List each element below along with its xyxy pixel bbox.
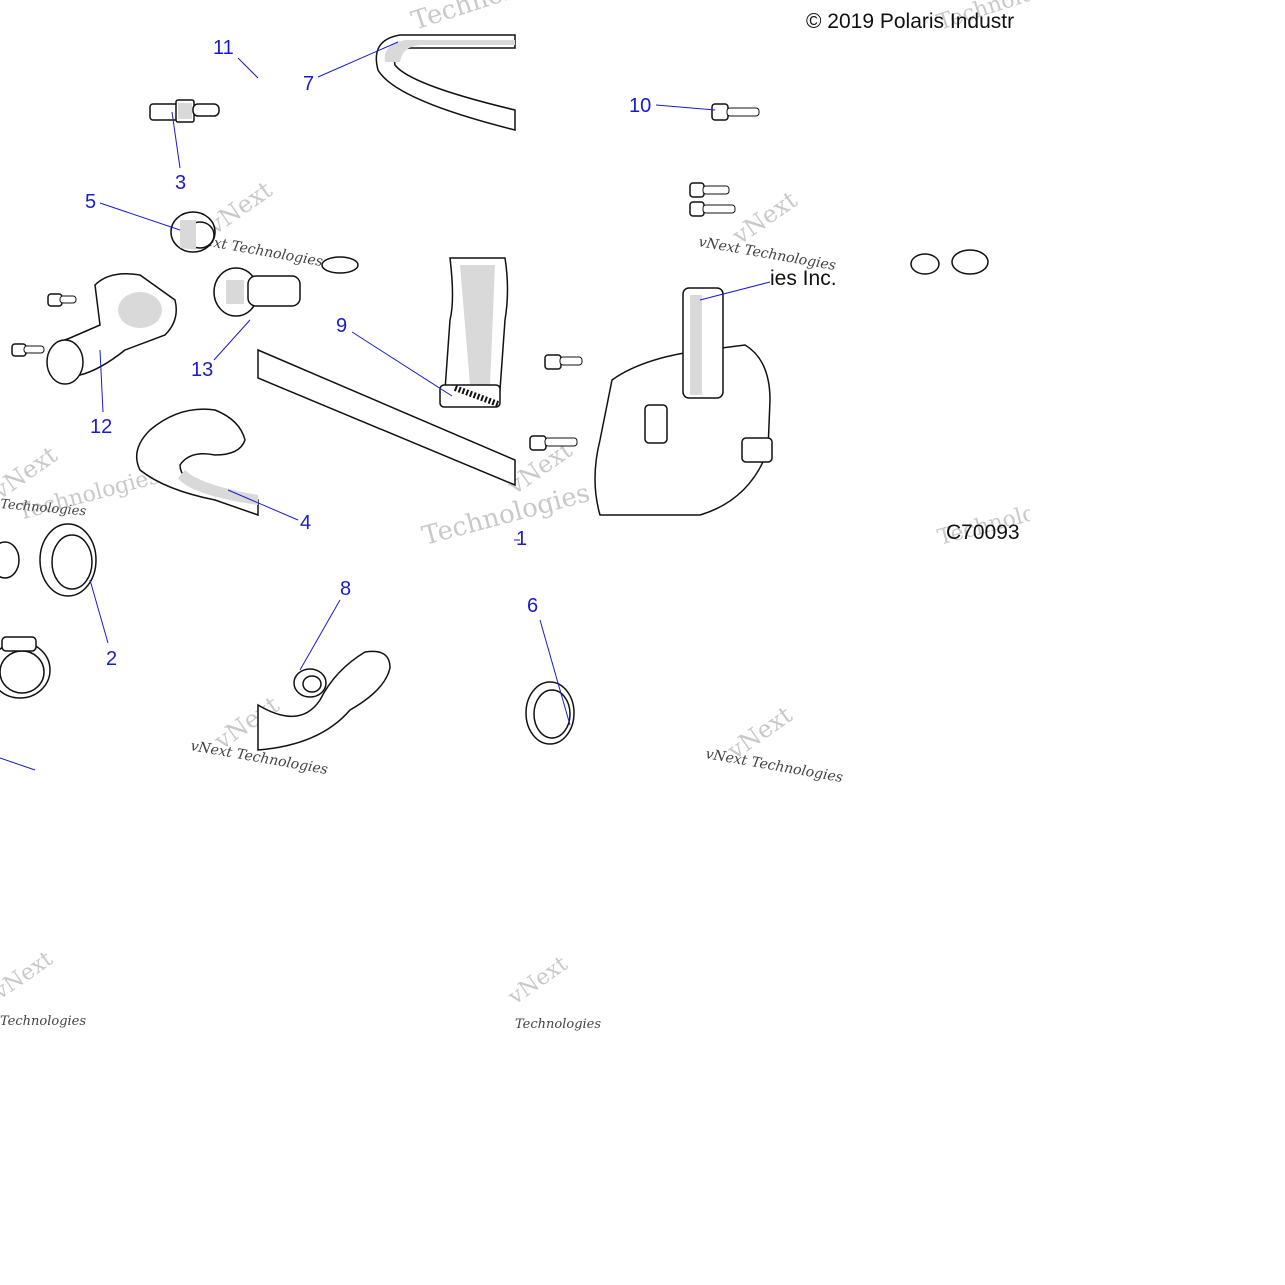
part-2-ring: [0, 523, 97, 597]
callout-5: 5: [85, 191, 96, 213]
callout-3: 3: [175, 172, 186, 194]
watermark-caption: Technologies: [0, 497, 87, 519]
part-10-bolt: [711, 103, 760, 121]
part-1-pump: [529, 287, 773, 516]
part-4-hose: [135, 408, 259, 517]
copyright-fragment: ies Inc.: [770, 267, 837, 290]
part-3-sensor: [149, 99, 220, 123]
bolt: [689, 182, 736, 217]
clamp-fragment: [910, 249, 989, 275]
hose-clamp: [0, 636, 51, 699]
watermark-text: Technologies: [408, 0, 581, 37]
callout-2: 2: [106, 648, 117, 670]
callout-4: 4: [300, 512, 311, 534]
copyright-text: © 2019 Polaris Industr: [806, 10, 1014, 33]
clamp-fragment: [321, 256, 359, 274]
watermark-caption: Technologies: [515, 1017, 601, 1032]
callout-8: 8: [340, 578, 351, 600]
part-13-thermostat: [213, 267, 301, 317]
callout-13: 13: [191, 359, 213, 381]
callout-12: 12: [90, 416, 112, 438]
callout-10: 10: [629, 95, 651, 117]
part-12-housing: [11, 273, 177, 385]
watermark-caption: vNext Technologies: [704, 746, 844, 786]
callout-7: 7: [303, 73, 314, 95]
leader-lines: [0, 41, 771, 771]
callout-6: 6: [527, 595, 538, 617]
part-8-hose: [257, 650, 391, 751]
callouts: 1 2 3 4 5 6 7 8 9 10 11 12 13: [85, 37, 651, 670]
watermark-caption: Technologies: [0, 1014, 86, 1029]
part-7-hose: [375, 34, 516, 131]
callout-9: 9: [336, 315, 347, 337]
callout-11: 11: [213, 37, 234, 59]
part-5-fitting: [170, 211, 216, 253]
part-9-pipe: [257, 257, 516, 487]
figure-code: C70093: [946, 521, 1020, 544]
watermark-text: Technologies: [419, 478, 593, 552]
callout-1: 1: [516, 528, 527, 550]
